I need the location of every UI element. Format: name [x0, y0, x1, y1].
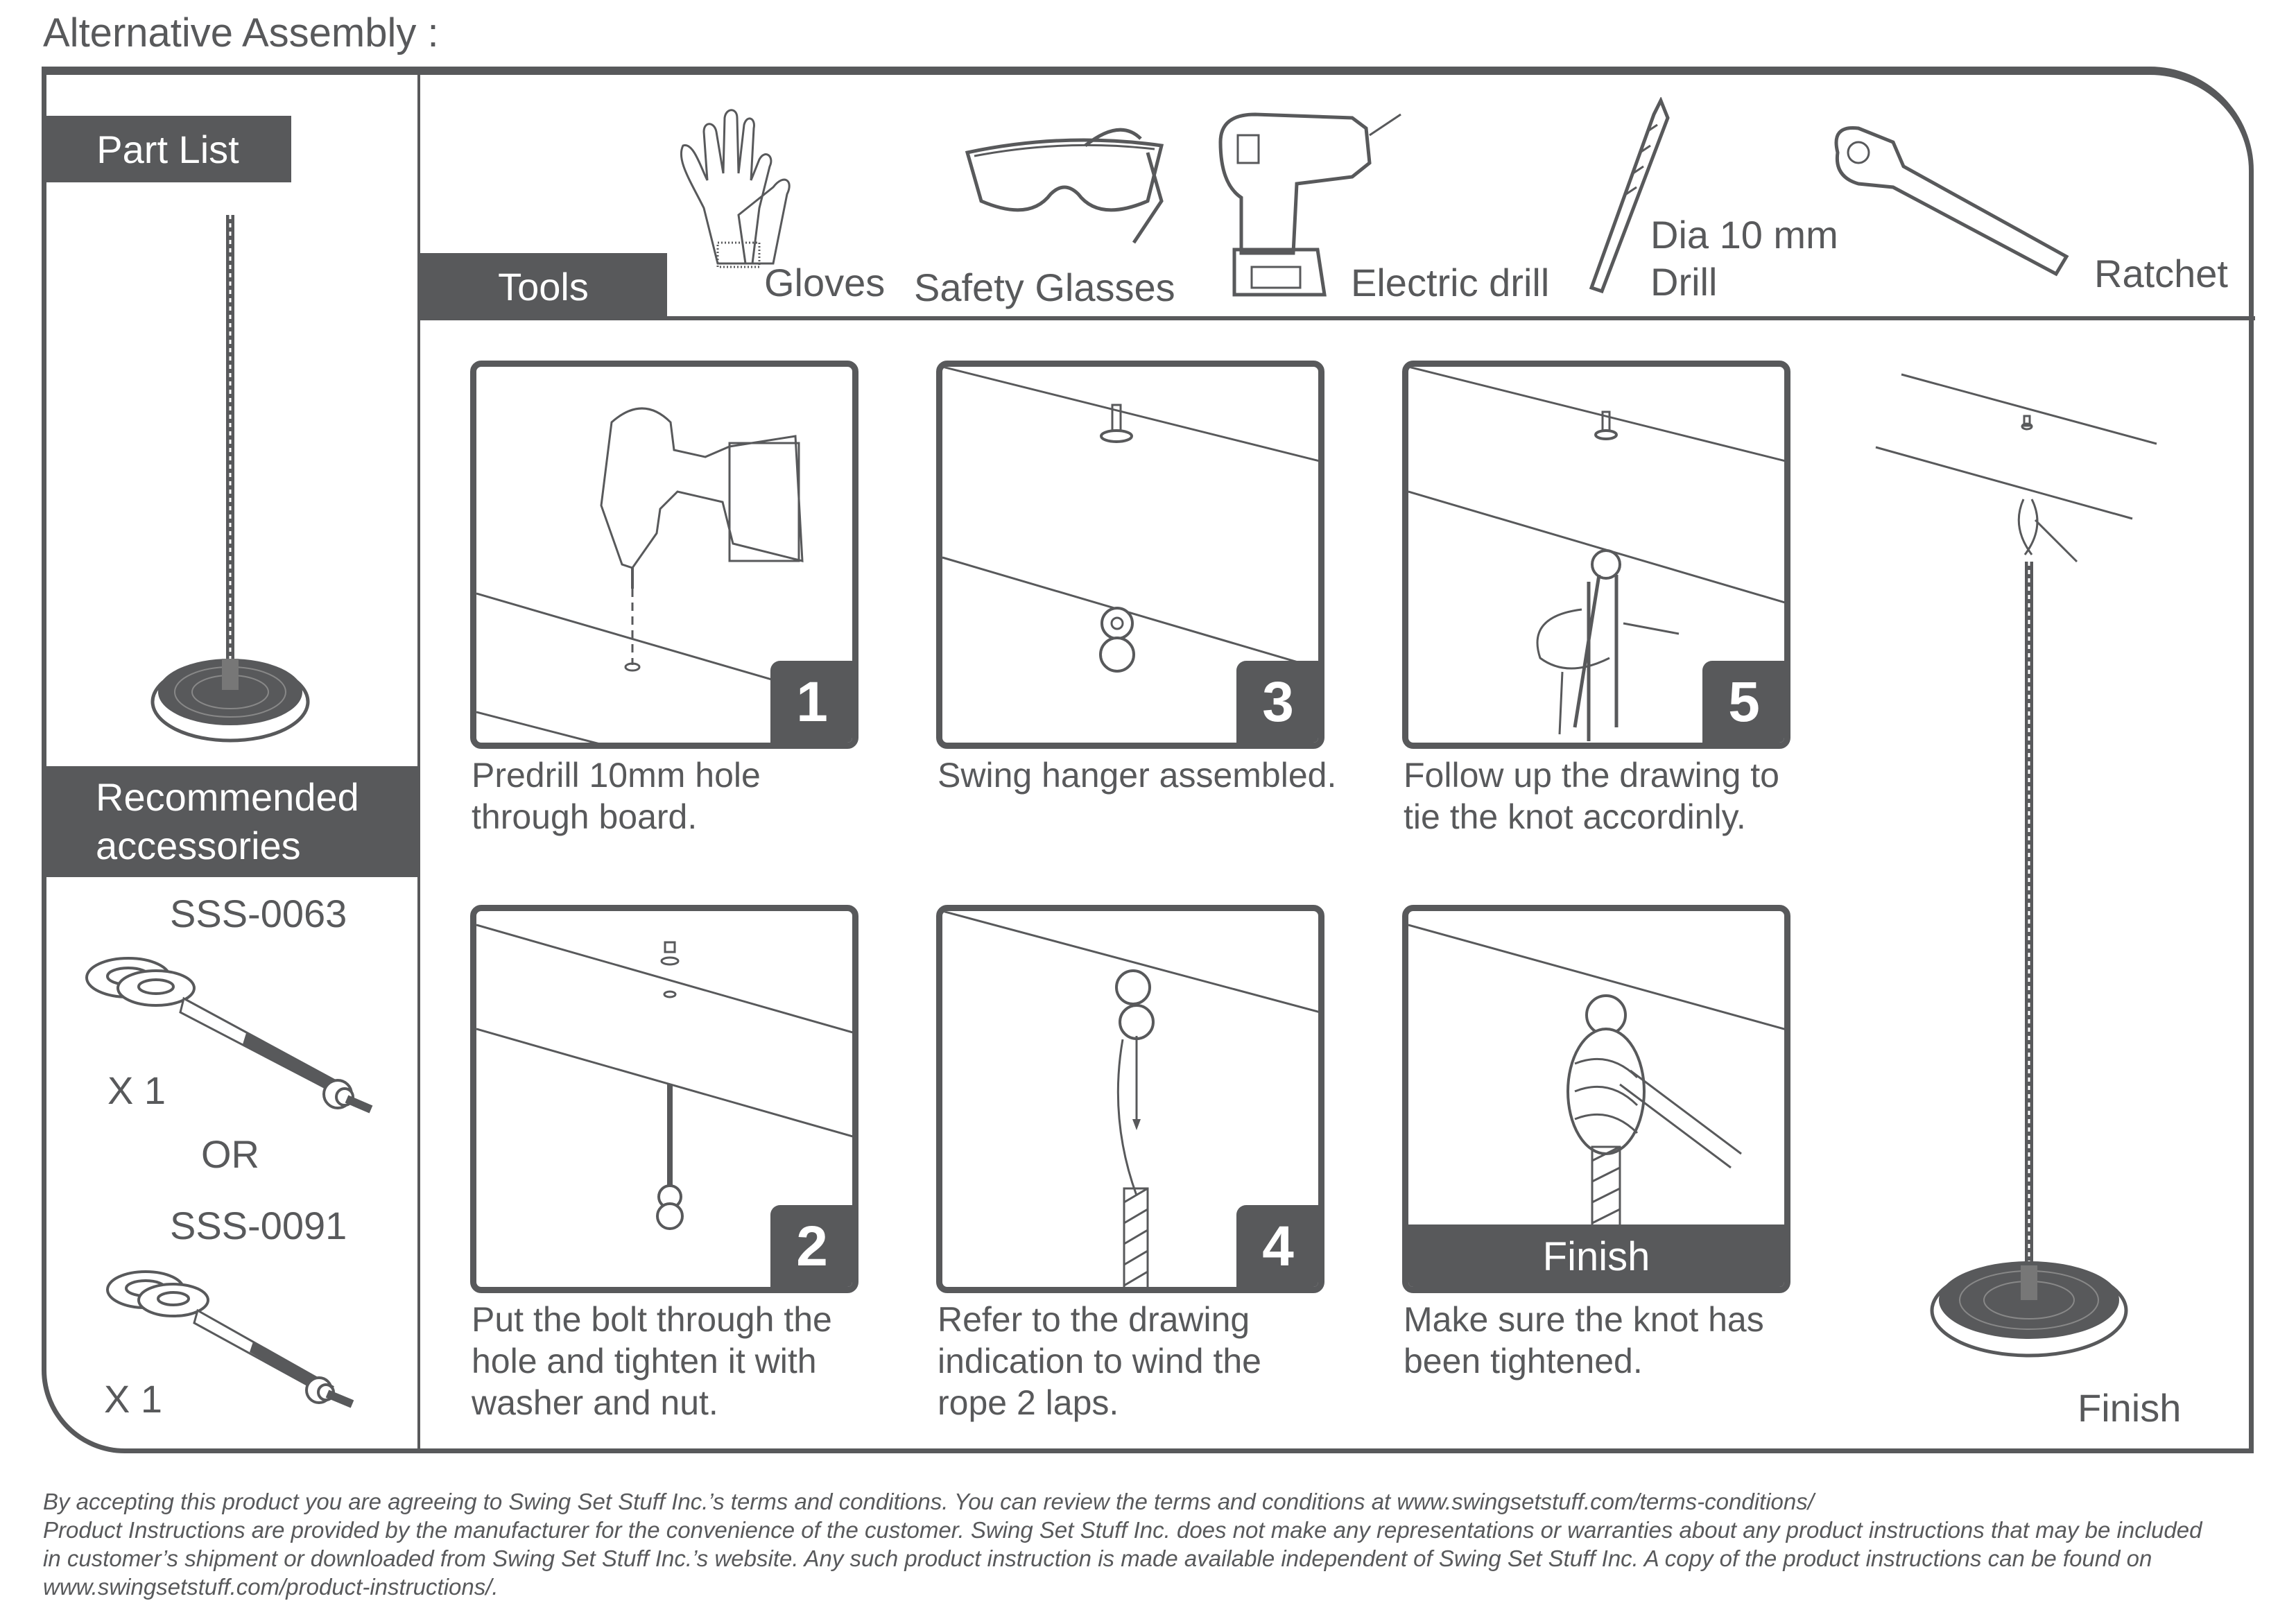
footer-line: Product Instructions are provided by the…	[43, 1517, 2202, 1543]
tools-divider	[667, 316, 2255, 320]
caption-line: Swing hanger assembled.	[938, 756, 1337, 795]
step-caption-1: Predrill 10mm hole through board.	[472, 754, 888, 838]
caption-line: indication to wind the	[938, 1342, 1261, 1381]
footer-line: in customer’s shipment or downloaded fro…	[43, 1546, 2152, 1571]
accessory-code: SSS-0063	[170, 892, 347, 935]
caption-line: tie the knot accordinly.	[1404, 797, 1746, 836]
caption-line: Put the bolt through the	[472, 1300, 832, 1339]
tool-label-drill-bit: Dia 10 mm Drill	[1650, 211, 1838, 306]
eye-bolt-icon	[106, 1270, 354, 1408]
tool-label-gloves: Gloves	[764, 261, 886, 304]
step-number-badge: 1	[770, 661, 852, 743]
caption-line: rope 2 laps.	[938, 1383, 1119, 1422]
gloves-icon	[680, 109, 791, 268]
step-number-badge: 2	[770, 1205, 852, 1287]
caption-line: Follow up the drawing to	[1404, 756, 1779, 795]
part-list-header: Part List	[44, 116, 291, 182]
step-caption-finish: Make sure the knot has been tightened.	[1404, 1299, 1820, 1382]
step-panel-finish: Finish	[1402, 905, 1790, 1293]
accessory-qty: X 1	[104, 1377, 163, 1421]
knot-tightened-illustration	[1408, 924, 1784, 1245]
bolt-through-illustration	[476, 924, 852, 1230]
assembly-frame	[42, 67, 2254, 1453]
step-caption-2: Put the bolt through the hole and tighte…	[472, 1299, 888, 1423]
step-panel-4: 4	[936, 905, 1324, 1293]
drill-bit-label-line1: Dia 10 mm	[1650, 213, 1838, 257]
step-number-badge: 5	[1702, 661, 1784, 743]
step-number-badge: 4	[1236, 1205, 1318, 1287]
step-panel-3: 3	[936, 361, 1324, 749]
recommended-header-line1: Recommended	[96, 775, 359, 819]
wind-rope-illustration	[942, 911, 1318, 1287]
eye-bolt-icon	[85, 957, 373, 1114]
caption-line: Make sure the knot has	[1404, 1300, 1764, 1339]
hanger-assembled-illustration	[942, 367, 1318, 673]
finish-bar: Finish	[1408, 1224, 1784, 1287]
footer-line: www.swingsetstuff.com/product-instructio…	[43, 1574, 499, 1600]
rope-swing-seat-icon	[150, 215, 310, 743]
drill-bit-label-line2: Drill	[1650, 260, 1718, 304]
column-divider	[417, 73, 420, 1451]
electric-drill-icon	[1218, 112, 1401, 297]
safety-glasses-icon	[965, 128, 1164, 244]
drill-bit-icon	[1589, 97, 1670, 294]
recommended-accessories-header: Recommended accessories	[44, 766, 417, 877]
caption-line: washer and nut.	[472, 1383, 718, 1422]
step-caption-4: Refer to the drawing indication to wind …	[938, 1299, 1354, 1423]
step-panel-1: 1	[470, 361, 858, 749]
footer-disclaimer: By accepting this product you are agreei…	[43, 1487, 2262, 1601]
footer-line: By accepting this product you are agreei…	[43, 1489, 1814, 1514]
tie-knot-illustration	[1408, 367, 1784, 741]
tools-header: Tools	[420, 253, 667, 320]
step-caption-3: Swing hanger assembled.	[938, 754, 1354, 796]
caption-line: hole and tighten it with	[472, 1342, 817, 1381]
step-panel-5: 5	[1402, 361, 1790, 749]
accessory-qty: X 1	[107, 1068, 166, 1112]
caption-line: through board.	[472, 797, 698, 836]
step-number-badge: 3	[1236, 661, 1318, 743]
tool-label-electric-drill: Electric drill	[1351, 261, 1550, 304]
caption-line: Predrill 10mm hole	[472, 756, 761, 795]
tool-label-ratchet: Ratchet	[2094, 252, 2228, 295]
accessory-code: SSS-0091	[170, 1204, 347, 1247]
finish-label: Finish	[2078, 1386, 2182, 1430]
tool-label-safety-glasses: Safety Glasses	[914, 266, 1175, 309]
caption-line: Refer to the drawing	[938, 1300, 1250, 1339]
accessory-separator: OR	[201, 1132, 259, 1176]
page-title: Alternative Assembly :	[43, 10, 439, 55]
recommended-header-line2: accessories	[96, 824, 301, 867]
step-panel-2: 2	[470, 905, 858, 1293]
step-caption-5: Follow up the drawing to tie the knot ac…	[1404, 754, 1820, 838]
finished-swing-illustration	[1875, 373, 2157, 1358]
caption-line: been tightened.	[1404, 1342, 1643, 1381]
ratchet-icon	[1834, 126, 2069, 277]
